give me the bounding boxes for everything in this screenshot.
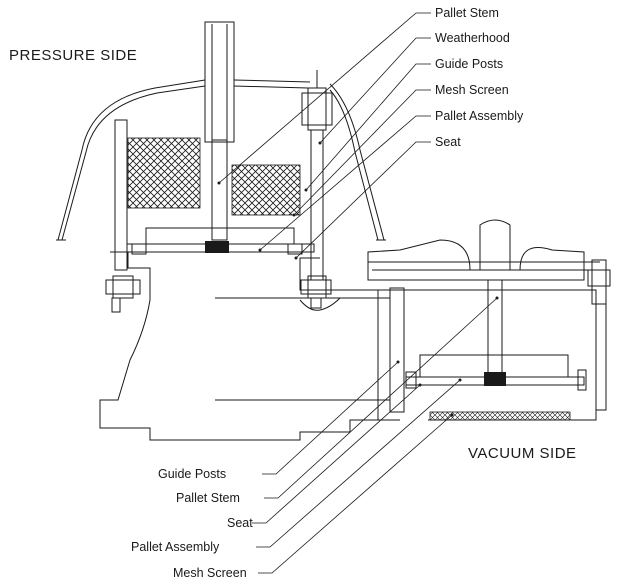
pressure-side-assembly bbox=[56, 21, 400, 441]
vacuum-side-title: VACUUM SIDE bbox=[468, 445, 577, 462]
label-pallet-stem-bottom: Pallet Stem bbox=[176, 491, 240, 505]
label-guide-posts-bottom: Guide Posts bbox=[158, 467, 226, 481]
label-mesh-screen-top: Mesh Screen bbox=[435, 83, 509, 97]
pressure-pallet-stem-housing bbox=[204, 21, 235, 143]
label-mesh-screen-bottom: Mesh Screen bbox=[173, 566, 247, 580]
label-seat-top: Seat bbox=[435, 135, 461, 149]
pressure-mesh-screen-right bbox=[231, 164, 301, 216]
vacuum-side-assembly bbox=[367, 219, 611, 421]
label-weatherhood-top: Weatherhood bbox=[435, 31, 510, 45]
bottom-callouts: Guide Posts Pallet Stem Seat Pallet Asse… bbox=[131, 296, 499, 580]
top-callouts: Pallet Stem Weatherhood Guide Posts Mesh… bbox=[217, 6, 524, 260]
weatherhood bbox=[57, 79, 385, 241]
label-pallet-assembly-bottom: Pallet Assembly bbox=[131, 540, 220, 554]
label-seat-bottom: Seat bbox=[227, 516, 253, 530]
label-pallet-assembly-top: Pallet Assembly bbox=[435, 109, 524, 123]
vacuum-guide-post-left bbox=[389, 287, 405, 413]
label-guide-posts-top: Guide Posts bbox=[435, 57, 503, 71]
label-pallet-stem-top: Pallet Stem bbox=[435, 6, 499, 20]
pressure-seat-body bbox=[99, 251, 400, 441]
pressure-mesh-screen-left bbox=[127, 137, 201, 209]
pressure-side-title: PRESSURE SIDE bbox=[9, 47, 137, 64]
